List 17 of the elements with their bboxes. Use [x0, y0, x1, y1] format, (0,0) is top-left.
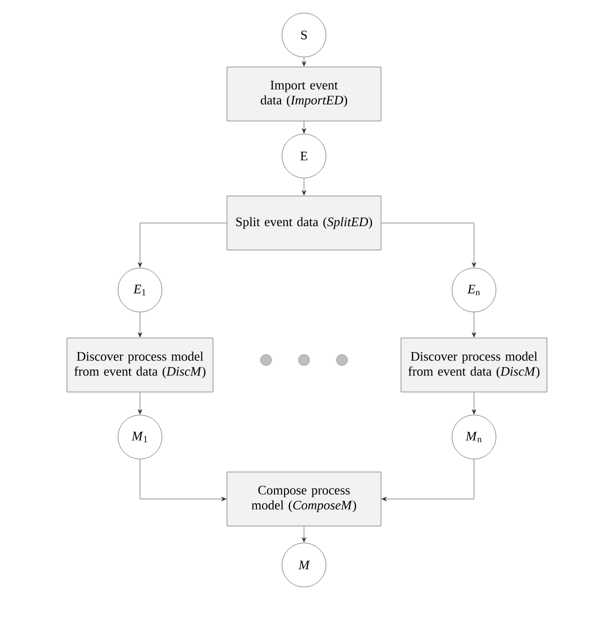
arrow — [138, 392, 142, 414]
process-box: Discover process model from event data (DiscM) — [400, 338, 548, 392]
arrow — [382, 459, 474, 502]
arrow — [302, 121, 306, 134]
arrow — [381, 222, 476, 268]
arrow — [138, 222, 227, 268]
arrow — [140, 459, 226, 502]
process-box: Compose process model (ComposeM) — [226, 472, 382, 526]
arrow — [302, 526, 306, 542]
process-box: Split event data (SplitED) — [226, 196, 382, 250]
arrow — [302, 178, 306, 196]
arrow — [138, 312, 142, 338]
process-box: Import event data (ImportED) — [226, 66, 382, 122]
arrow — [302, 57, 306, 66]
arrow — [472, 312, 476, 338]
process-box: Discover process model from event data (DiscM) — [66, 338, 214, 392]
arrow — [472, 392, 476, 414]
